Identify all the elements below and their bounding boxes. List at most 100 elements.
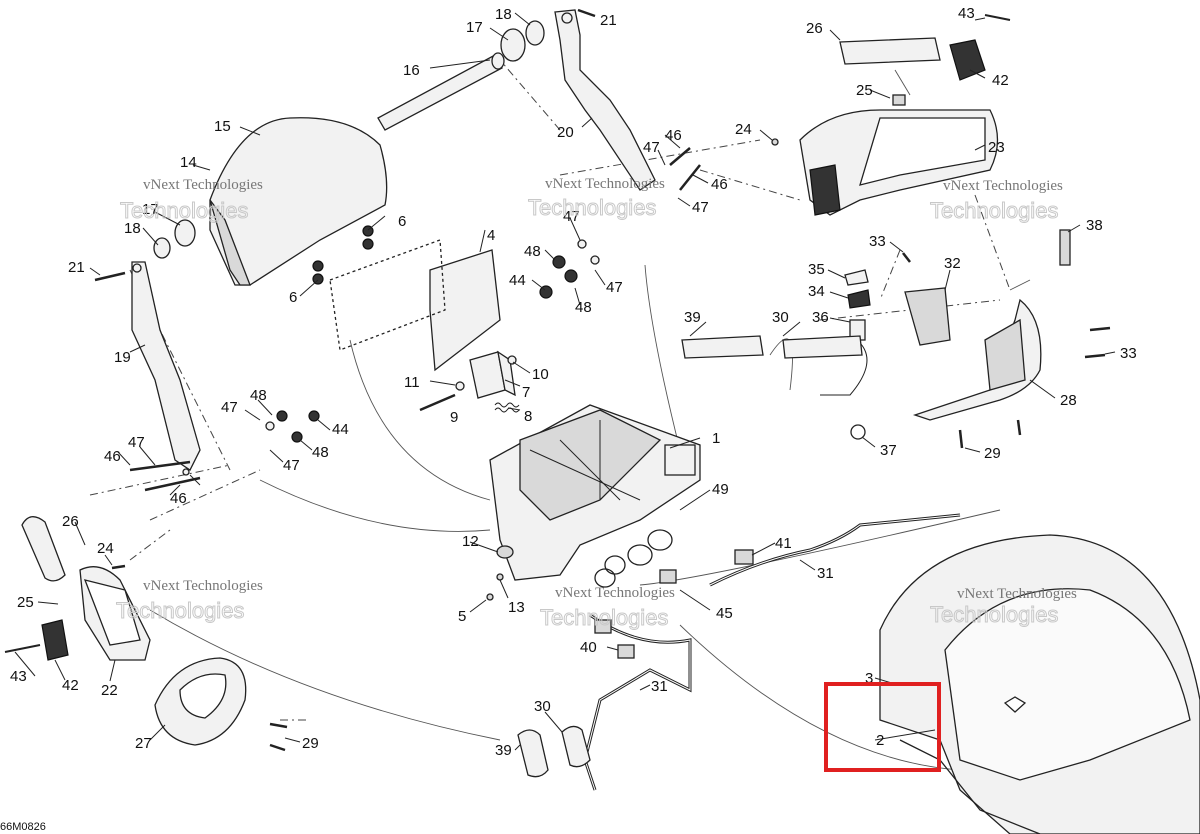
- watermark-text: Technologies: [540, 605, 668, 630]
- callout-47: 47: [692, 199, 709, 216]
- callout-24: 24: [735, 121, 752, 138]
- callout-33: 33: [869, 233, 886, 250]
- callout-44: 44: [332, 421, 349, 438]
- callout-13: 13: [508, 599, 525, 616]
- wire-harnesses: [583, 513, 961, 791]
- leader-lines: [14, 12, 1116, 751]
- callout-28: 28: [1060, 392, 1077, 409]
- callout-5: 5: [458, 608, 466, 625]
- callout-17: 17: [142, 201, 159, 218]
- callout-19: 19: [114, 349, 131, 366]
- callout-20: 20: [557, 124, 574, 141]
- upper-cover: [209, 117, 388, 286]
- callout-1: 1: [712, 430, 720, 447]
- callout-46: 46: [104, 448, 121, 465]
- callout-30: 30: [534, 698, 551, 715]
- knob-cover: [154, 657, 247, 746]
- watermarks: vNext Technologies Technologies vNext Te…: [116, 176, 1078, 631]
- callout-6: 6: [289, 289, 297, 306]
- watermark-text: vNext Technologies: [957, 586, 1077, 602]
- nut-top: [771, 138, 779, 146]
- small-bracket: [469, 350, 516, 399]
- spring: [494, 402, 520, 413]
- left-handle-assembly: [79, 566, 151, 661]
- watermark-text: Technologies: [528, 195, 656, 220]
- callout-48: 48: [575, 299, 592, 316]
- callout-37: 37: [880, 442, 897, 459]
- callout-35: 35: [808, 261, 825, 278]
- callout-16: 16: [403, 62, 420, 79]
- callout-31: 31: [651, 678, 668, 695]
- callout-49: 49: [712, 481, 729, 498]
- callout-11: 11: [404, 374, 420, 391]
- callout-48: 48: [312, 444, 329, 461]
- cable-clamps: [594, 529, 673, 588]
- mounting-plate: [329, 239, 501, 372]
- right-lever: [912, 298, 1042, 421]
- callout-47: 47: [221, 399, 238, 416]
- callout-42: 42: [992, 72, 1009, 89]
- callout-32: 32: [944, 255, 961, 272]
- callout-47: 47: [563, 208, 580, 225]
- callout-44: 44: [509, 272, 526, 289]
- callout-15: 15: [214, 118, 231, 135]
- clip-37: [850, 424, 866, 440]
- callout-27: 27: [135, 735, 152, 752]
- callout-22: 22: [101, 682, 118, 699]
- main-housing: [489, 404, 701, 581]
- callout-43: 43: [10, 668, 27, 685]
- switch-housing: [904, 287, 951, 346]
- fasteners: [94, 8, 1111, 752]
- callout-45: 45: [716, 605, 733, 622]
- washers-top: [153, 20, 545, 259]
- callout-21: 21: [68, 259, 85, 276]
- callout-42: 42: [62, 677, 79, 694]
- flow-arrows: [149, 69, 1031, 771]
- callout-6: 6: [398, 213, 406, 230]
- callout-38: 38: [1086, 217, 1103, 234]
- callout-18: 18: [495, 6, 512, 23]
- callout-2: 2: [876, 732, 884, 749]
- callout-40: 40: [580, 639, 597, 656]
- tube: [377, 52, 505, 131]
- callout-12: 12: [462, 533, 479, 550]
- grips-middle: [681, 335, 863, 359]
- callout-9: 9: [450, 409, 458, 426]
- callout-39: 39: [495, 742, 512, 759]
- watermark-text: Technologies: [930, 602, 1058, 627]
- mirror-top: [949, 14, 1011, 81]
- grips-lower: [517, 725, 591, 778]
- callout-46: 46: [711, 176, 728, 193]
- callout-39: 39: [684, 309, 701, 326]
- callout-47: 47: [606, 279, 623, 296]
- callout-18: 18: [124, 220, 141, 237]
- callout-26: 26: [62, 513, 79, 530]
- callout-7: 7: [522, 384, 530, 401]
- callout-33: 33: [1120, 345, 1137, 362]
- watermark-text: Technologies: [120, 198, 248, 223]
- callout-31: 31: [817, 565, 834, 582]
- watermark-text: vNext Technologies: [143, 177, 263, 193]
- callout-47: 47: [128, 434, 145, 451]
- right-handle-assembly: [799, 109, 999, 216]
- callout-41: 41: [775, 535, 792, 552]
- callout-47: 47: [643, 139, 660, 156]
- mirror-left: [4, 619, 69, 661]
- highlight-box: [824, 682, 941, 772]
- handle-bracket-right: [554, 9, 656, 191]
- watermark-text: Technologies: [930, 198, 1058, 223]
- callout-30: 30: [772, 309, 789, 326]
- callout-25: 25: [17, 594, 34, 611]
- fitting-38: [1059, 229, 1071, 266]
- callout-10: 10: [532, 366, 549, 383]
- callout-29: 29: [302, 735, 319, 752]
- callout-48: 48: [250, 387, 267, 404]
- callout-48: 48: [524, 243, 541, 260]
- callout-21: 21: [600, 12, 617, 29]
- clip-top: [892, 94, 906, 106]
- grip-top: [839, 37, 941, 65]
- grip-left: [21, 516, 66, 582]
- handle-bracket-left: [131, 261, 201, 471]
- watermark-text: vNext Technologies: [143, 578, 263, 594]
